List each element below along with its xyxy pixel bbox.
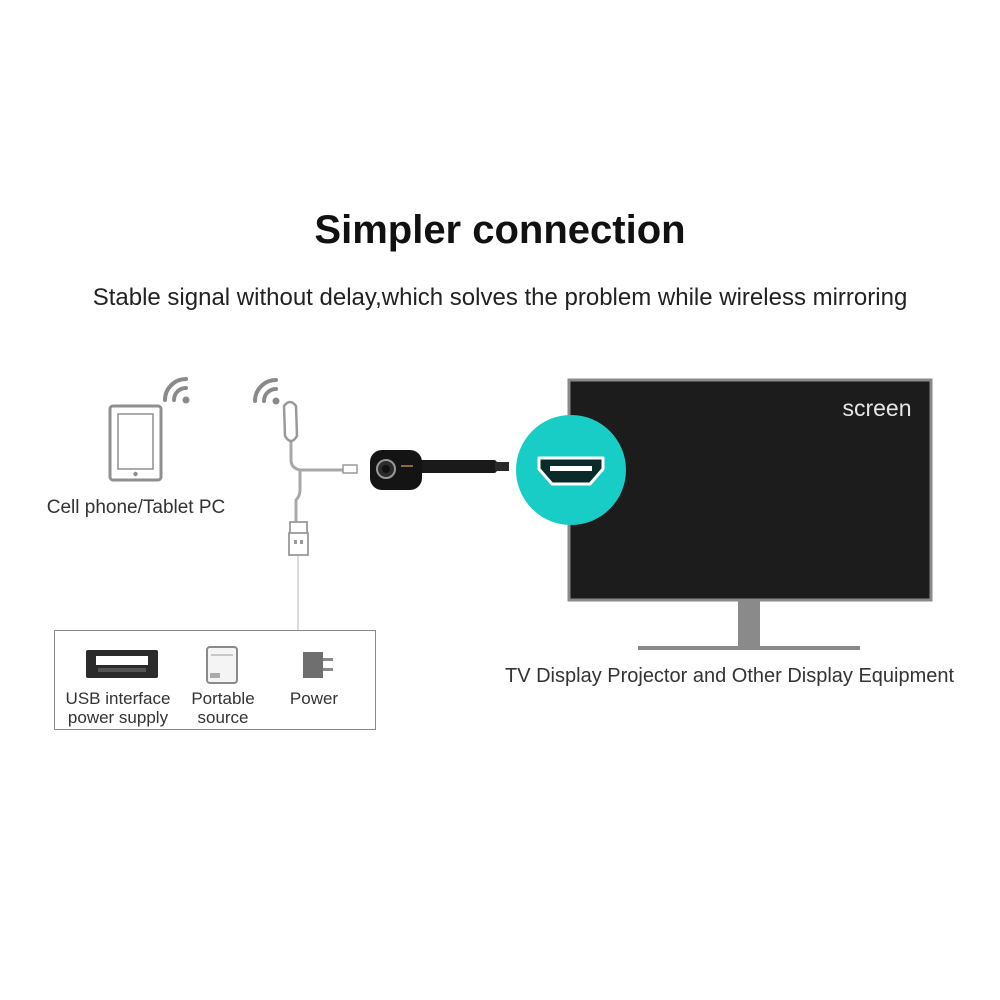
- power-plug-icon: [303, 652, 333, 678]
- wifi-icon: [253, 378, 280, 405]
- micro-usb-plug: [342, 464, 358, 474]
- tv-caption: TV Display Projector and Other Display E…: [505, 665, 955, 687]
- wifi-icon: [163, 377, 190, 404]
- screen-label: screen: [842, 395, 911, 421]
- tablet-icon: [108, 404, 163, 482]
- hdmi-icon: [516, 415, 626, 525]
- usb-power-label-line1: USB interface: [65, 689, 171, 708]
- usb-port-icon: [86, 650, 158, 678]
- tv-icon: [567, 378, 933, 650]
- power-label: Power: [289, 689, 339, 708]
- diagram-subtitle: Stable signal without delay,which solves…: [92, 284, 908, 311]
- usb-cable: [289, 442, 345, 630]
- portable-source-label-line1: Portable: [191, 689, 255, 708]
- device-label: Cell phone/Tablet PC: [46, 497, 226, 518]
- diagram-title: Simpler connection: [314, 208, 686, 252]
- portable-source-label-line2: source: [197, 708, 249, 727]
- antenna-icon: [282, 400, 299, 443]
- power-icons: [86, 646, 333, 684]
- power-source-panel: USB interface power supply Portable sour…: [54, 630, 376, 730]
- dongle-icon: [370, 450, 509, 490]
- power-bank-icon: [206, 646, 238, 684]
- portable-source-label: Portable source: [183, 689, 263, 727]
- usb-power-label: USB interface power supply: [63, 689, 173, 727]
- usb-power-label-line2: power supply: [67, 708, 169, 727]
- usb-plug-icon: [288, 521, 309, 556]
